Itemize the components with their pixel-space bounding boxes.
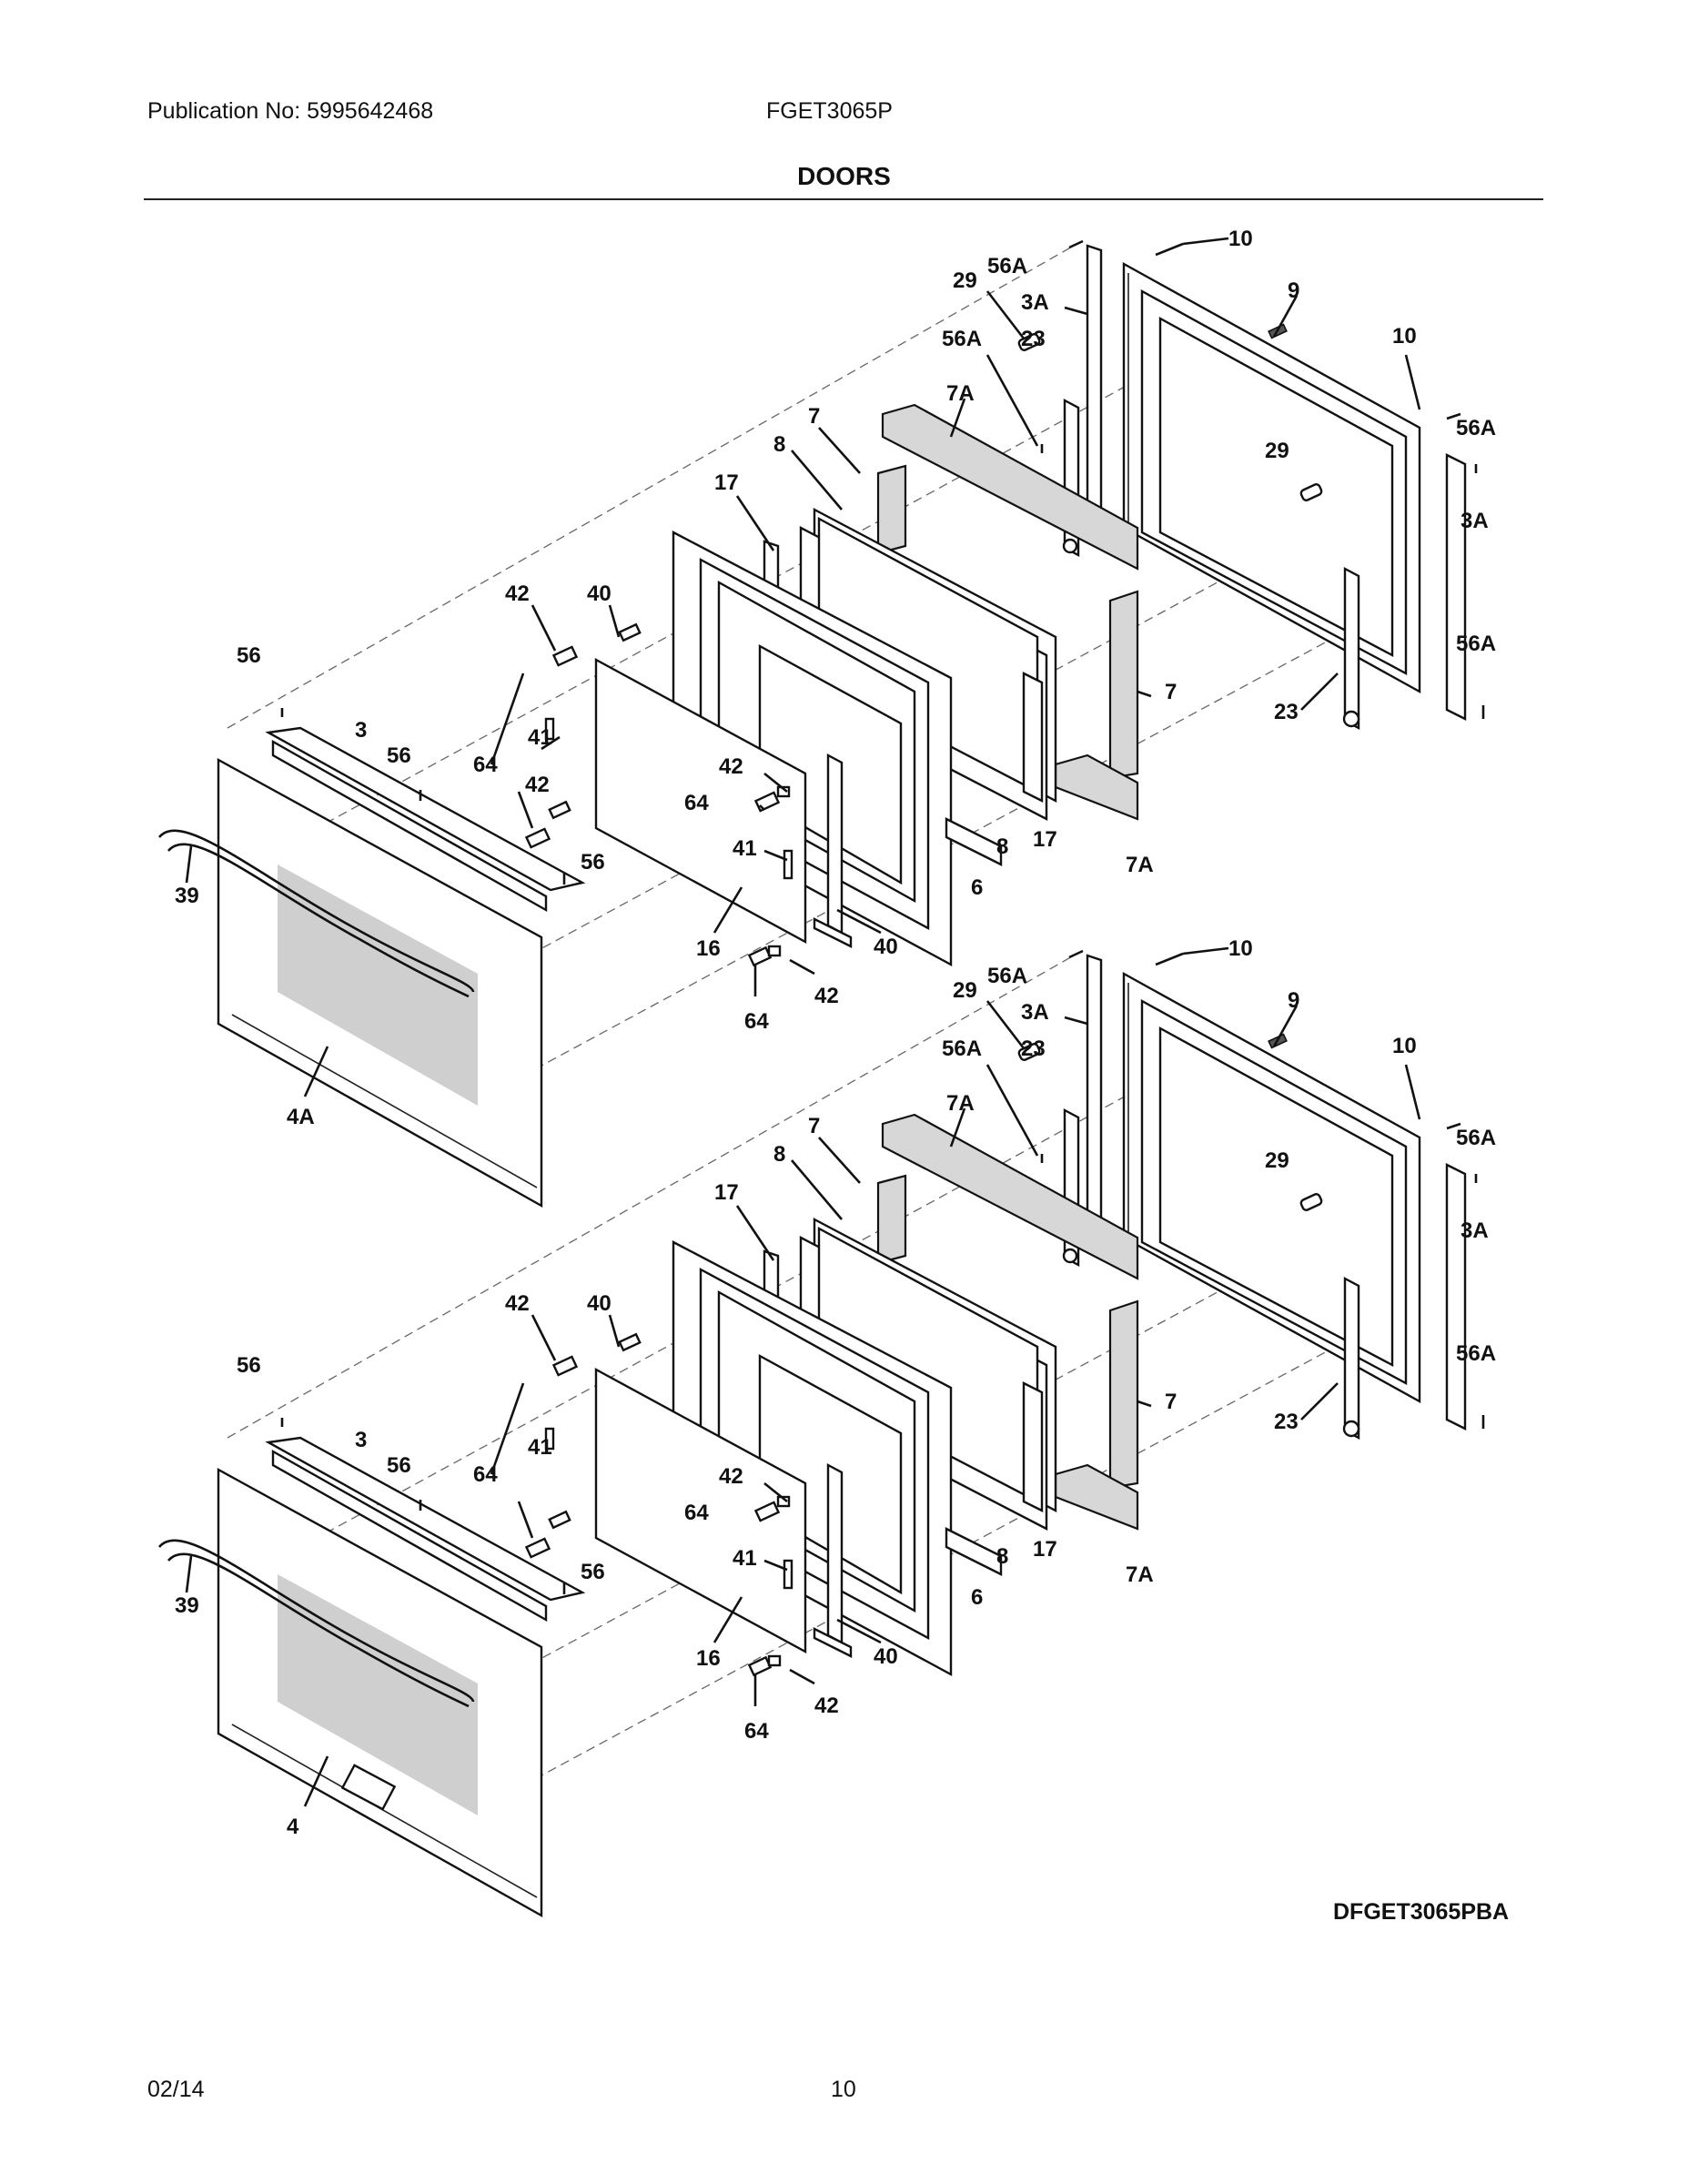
callout: 42	[525, 773, 550, 797]
callout: 17	[714, 1180, 739, 1205]
callout: 29	[953, 268, 977, 293]
callout: 64	[473, 1462, 498, 1487]
callout: 56	[237, 643, 261, 668]
footer-date: 02/14	[147, 2077, 205, 2102]
upper-door-callouts: 10 56A 9 29 3A 56A 23 10 7A 7 56A 29 8 3…	[175, 227, 1496, 1129]
callout: 23	[1274, 700, 1299, 724]
callout: 17	[1033, 1537, 1057, 1562]
callout: 42	[505, 1291, 530, 1316]
model-number: FGET3065P	[766, 98, 893, 124]
callout: 64	[684, 791, 709, 815]
callout: 56A	[942, 1036, 982, 1061]
callout: 29	[1265, 1148, 1289, 1173]
callout: 56A	[987, 254, 1027, 278]
drawing-id: DFGET3065PBA	[1333, 1899, 1510, 1925]
publication-number: Publication No: 5995642468	[147, 98, 434, 124]
callout: 42	[505, 581, 530, 606]
callout: 64	[744, 1009, 769, 1034]
callout: 41	[528, 1435, 552, 1460]
callout: 7A	[1126, 1562, 1154, 1587]
callout: 8	[773, 1142, 785, 1167]
callout: 3	[355, 1428, 367, 1452]
callout: 3	[355, 718, 367, 743]
callout: 7	[808, 1114, 820, 1138]
callout: 56	[581, 850, 605, 875]
callout: 56	[581, 1560, 605, 1584]
callout: 56A	[1456, 1341, 1496, 1366]
callout: 29	[953, 978, 977, 1003]
callout: 56A	[1456, 632, 1496, 656]
callout: 7	[808, 404, 820, 429]
callout: 42	[814, 984, 839, 1008]
callout: 56	[387, 743, 411, 768]
callout: 64	[744, 1719, 769, 1744]
callout: 23	[1021, 327, 1046, 351]
page-number: 10	[831, 2077, 856, 2102]
callout: 3A	[1461, 1218, 1489, 1243]
callout: 56	[237, 1353, 261, 1378]
callout: 41	[528, 725, 552, 750]
callout: 3A	[1461, 509, 1489, 533]
callout: 10	[1228, 227, 1253, 251]
section-title: DOORS	[797, 162, 891, 190]
callout: 41	[733, 1546, 757, 1571]
callout: 9	[1288, 278, 1299, 303]
callout: 16	[696, 1646, 721, 1671]
header-divider	[144, 198, 1543, 200]
callout: 40	[874, 935, 898, 959]
callout: 23	[1274, 1410, 1299, 1434]
callout: 8	[996, 834, 1008, 859]
lower-door-callouts: 10 56A 9 29 3A 56A 23 10 7A 7 56A 29 8 3…	[175, 936, 1496, 1839]
callout: 42	[719, 1464, 743, 1489]
callout: 56A	[987, 964, 1027, 988]
callout: 3A	[1021, 1000, 1049, 1025]
callout: 64	[473, 753, 498, 777]
callout: 9	[1288, 988, 1299, 1013]
callout: 39	[175, 1593, 199, 1618]
callout: 64	[684, 1501, 709, 1525]
callout: 56	[387, 1453, 411, 1478]
callout: 7A	[1126, 853, 1154, 877]
callout: 4	[287, 1815, 299, 1839]
callout: 4A	[287, 1105, 315, 1129]
callout: 56A	[1456, 1126, 1496, 1150]
callout: 10	[1392, 1034, 1417, 1058]
callout: 6	[971, 1585, 983, 1610]
callout: 10	[1228, 936, 1253, 961]
callout: 7A	[946, 381, 975, 406]
callout: 3A	[1021, 290, 1049, 315]
callout: 42	[814, 1694, 839, 1718]
callout: 10	[1392, 324, 1417, 349]
callout: 7A	[946, 1091, 975, 1116]
callout: 17	[714, 470, 739, 495]
callout: 40	[587, 1291, 612, 1316]
callout: 41	[733, 836, 757, 861]
callout: 40	[874, 1644, 898, 1669]
callout: 42	[719, 754, 743, 779]
callout: 6	[971, 875, 983, 900]
callout: 40	[587, 581, 612, 606]
callout: 8	[773, 432, 785, 457]
exploded-parts-diagram: 10 56A 9 29 3A 56A 23 10 7A 7 56A 29 8 3…	[157, 227, 1496, 1917]
callout: 29	[1265, 439, 1289, 463]
callout: 56A	[1456, 416, 1496, 440]
callout: 8	[996, 1544, 1008, 1569]
callout: 7	[1165, 680, 1177, 704]
callout: 17	[1033, 827, 1057, 852]
callout: 16	[696, 936, 721, 961]
callout: 56A	[942, 327, 982, 351]
callout: 39	[175, 884, 199, 908]
callout: 23	[1021, 1036, 1046, 1061]
callout: 7	[1165, 1390, 1177, 1414]
